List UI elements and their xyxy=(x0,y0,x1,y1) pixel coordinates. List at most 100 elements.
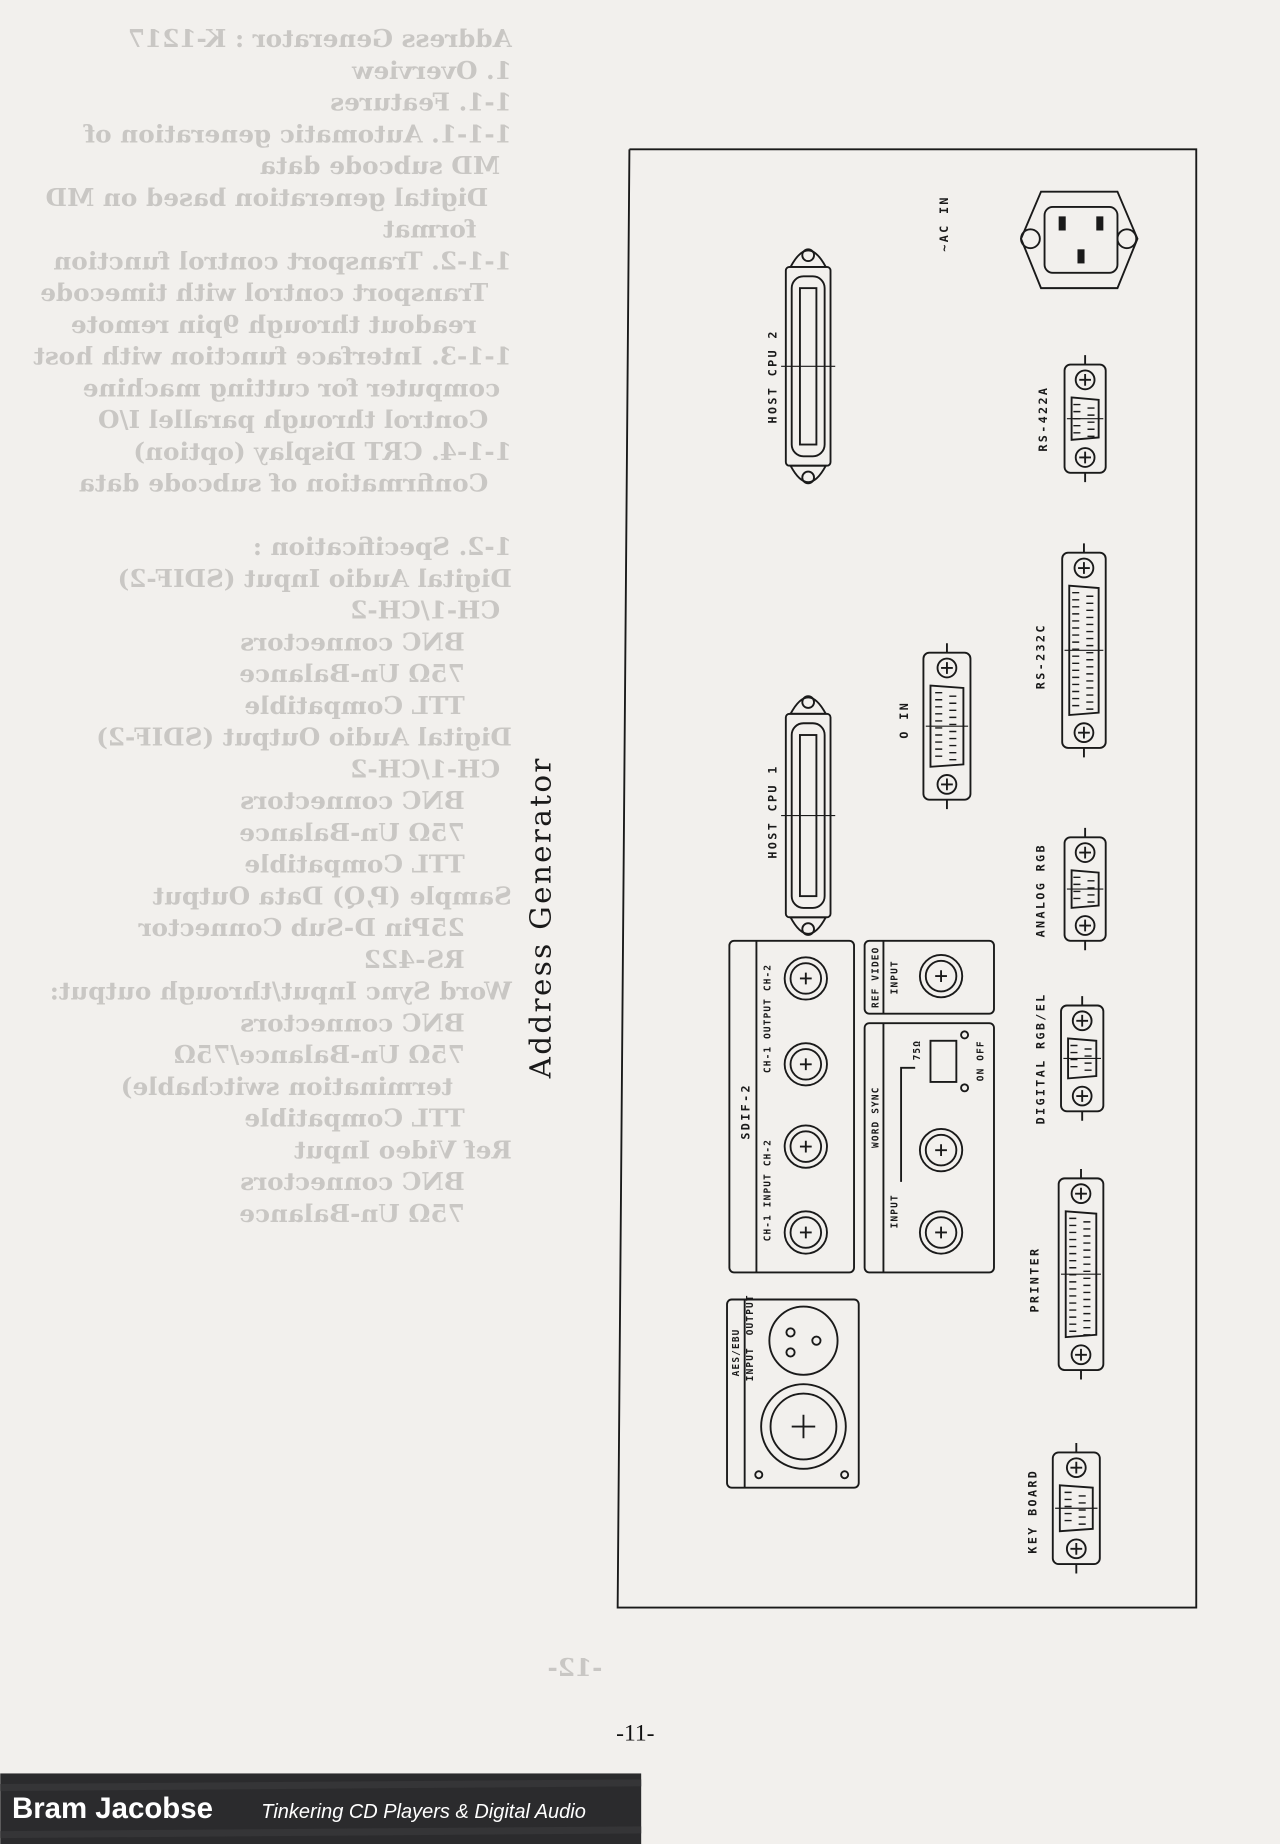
label-rs232c: RS-232C xyxy=(1034,623,1048,689)
bleed-through-line-segment: BNC connectors xyxy=(240,1008,465,1037)
pin xyxy=(935,713,957,719)
panel-frame xyxy=(616,148,1198,1609)
screw-cross xyxy=(1078,726,1090,739)
connector-body xyxy=(1067,1037,1098,1080)
pin xyxy=(1072,662,1094,668)
screw-icon xyxy=(1074,447,1096,468)
diagram-title: Address Generator xyxy=(524,756,558,1079)
bleed-through-line-segment: Sample (P,Q) Data Output xyxy=(152,881,512,910)
screw-cross xyxy=(1079,846,1092,859)
input-bracket-line xyxy=(900,1066,916,1182)
pin xyxy=(1069,1267,1091,1272)
pin xyxy=(1069,1302,1091,1308)
bleed-through-text: Address Generator : K-1217 1. Overview 1-1… xyxy=(33,24,513,1228)
ref-video-panel xyxy=(863,939,995,1015)
pin xyxy=(1072,669,1094,675)
pin xyxy=(1072,655,1094,661)
bnc-ring xyxy=(789,1216,823,1249)
pin xyxy=(1073,897,1095,903)
screw-icon xyxy=(936,657,958,679)
screw-icon xyxy=(1073,722,1095,744)
bnc-outer xyxy=(783,1042,828,1087)
bnc-outer xyxy=(918,953,964,999)
pin xyxy=(1064,1505,1086,1511)
label-host-cpu-1: HOST CPU 1 xyxy=(765,764,779,858)
rs422a-connector xyxy=(1063,355,1107,483)
bnc-ring xyxy=(789,1130,823,1163)
bleed-through-line-segment: CH-1/CH-2 xyxy=(350,596,500,625)
word-sync-panel xyxy=(863,1022,995,1274)
termination-switch xyxy=(929,1039,958,1083)
bleed-through-line-segment: Word Sync Input/through output: xyxy=(50,977,513,1006)
inlet-pin xyxy=(1077,249,1085,264)
pin xyxy=(1069,1224,1091,1230)
screw-icon xyxy=(936,774,958,795)
pin xyxy=(935,734,957,740)
bleed-through-line-segment: Confirmation of subcode data xyxy=(79,469,488,498)
label-word-sync: WORD SYNC xyxy=(871,1086,882,1147)
pin xyxy=(935,691,957,697)
pin xyxy=(1064,1519,1086,1525)
panel-box xyxy=(728,939,855,1274)
bleed-through-line-segment: 1-1-4. CRT Display (option) xyxy=(133,437,511,466)
panel-box xyxy=(726,1298,860,1489)
screw-cross xyxy=(1079,919,1092,932)
pin xyxy=(1073,883,1095,889)
bleed-through-line-segment: Digital generation based on MD xyxy=(46,183,489,212)
bleed-through-line-segment: BNC connectors xyxy=(240,1167,465,1196)
switch-dot xyxy=(960,1030,970,1040)
pin xyxy=(1072,634,1094,640)
bleed-through-line: 1. Overview xyxy=(351,56,511,85)
connector-body xyxy=(929,684,965,768)
host-cpu-1-connector xyxy=(781,695,836,936)
bnc-connector xyxy=(783,956,828,1001)
label-aes-input: INPUT xyxy=(745,1347,756,1381)
pin xyxy=(1069,1330,1091,1336)
label-digital-rgb: DIGITAL RGB/EL xyxy=(1034,992,1048,1124)
pin xyxy=(1072,683,1094,689)
pin xyxy=(1073,425,1095,430)
bnc-outer xyxy=(783,1210,828,1255)
label-ref-input: INPUT xyxy=(890,960,901,994)
bleed-through-line: 75Ω Un-Balance xyxy=(239,818,465,847)
bleed-through-line-segment: format xyxy=(382,215,476,244)
pin xyxy=(1069,1288,1091,1294)
xlr-inner xyxy=(769,1392,838,1461)
bleed-through-line-segment: Transport control with timecode xyxy=(40,278,488,307)
screw-icon xyxy=(1071,1085,1093,1107)
bleed-through-line: 1-1-2. Transport control function xyxy=(53,246,511,275)
mount-hole xyxy=(840,1470,850,1480)
label-on-off: ON OFF xyxy=(975,1040,986,1081)
bleed-through-line: Word Sync Input/through output: xyxy=(50,977,513,1006)
bleed-through-line: BNC connectors xyxy=(240,786,465,815)
pin xyxy=(935,706,957,712)
connector-ear xyxy=(788,249,828,268)
screw-cross xyxy=(1075,1187,1087,1200)
bleed-through-line-segment: BNC connectors xyxy=(240,786,465,815)
pin xyxy=(1064,1498,1086,1504)
bleed-through-line-segment: Ref Video Input xyxy=(294,1135,512,1164)
screw-icon xyxy=(1074,369,1096,391)
pin xyxy=(1069,1309,1091,1315)
bleed-through-line-segment: 1-1-3. Interface function with host xyxy=(33,342,512,371)
connector-ear xyxy=(788,916,828,935)
bnc-pin xyxy=(799,1058,812,1071)
pin xyxy=(1072,620,1094,626)
bleed-through-line-segment: readout through 9pin remote xyxy=(71,310,477,339)
bnc-pin xyxy=(799,1226,812,1239)
bleed-through-line: Address Generator : K-1217 xyxy=(128,24,513,53)
pin xyxy=(1064,1491,1086,1497)
pin xyxy=(1069,1217,1091,1223)
bleed-through-line-segment: TTL Compatible xyxy=(244,1104,464,1133)
bleed-through-line-segment: Control through parallel I/O xyxy=(98,405,488,434)
host-cpu-2-connector xyxy=(781,248,836,485)
pin xyxy=(1069,1316,1091,1322)
pin xyxy=(1072,697,1094,703)
pin xyxy=(1069,1295,1091,1301)
bnc-outer xyxy=(918,1128,964,1173)
bnc-pin xyxy=(799,1140,812,1153)
pin xyxy=(1073,410,1095,416)
bleed-through-line: BNC connectors xyxy=(240,1008,465,1037)
bleed-through-line-segment: 75Ω Un-Balance xyxy=(239,659,465,688)
panel-box xyxy=(863,1022,995,1274)
